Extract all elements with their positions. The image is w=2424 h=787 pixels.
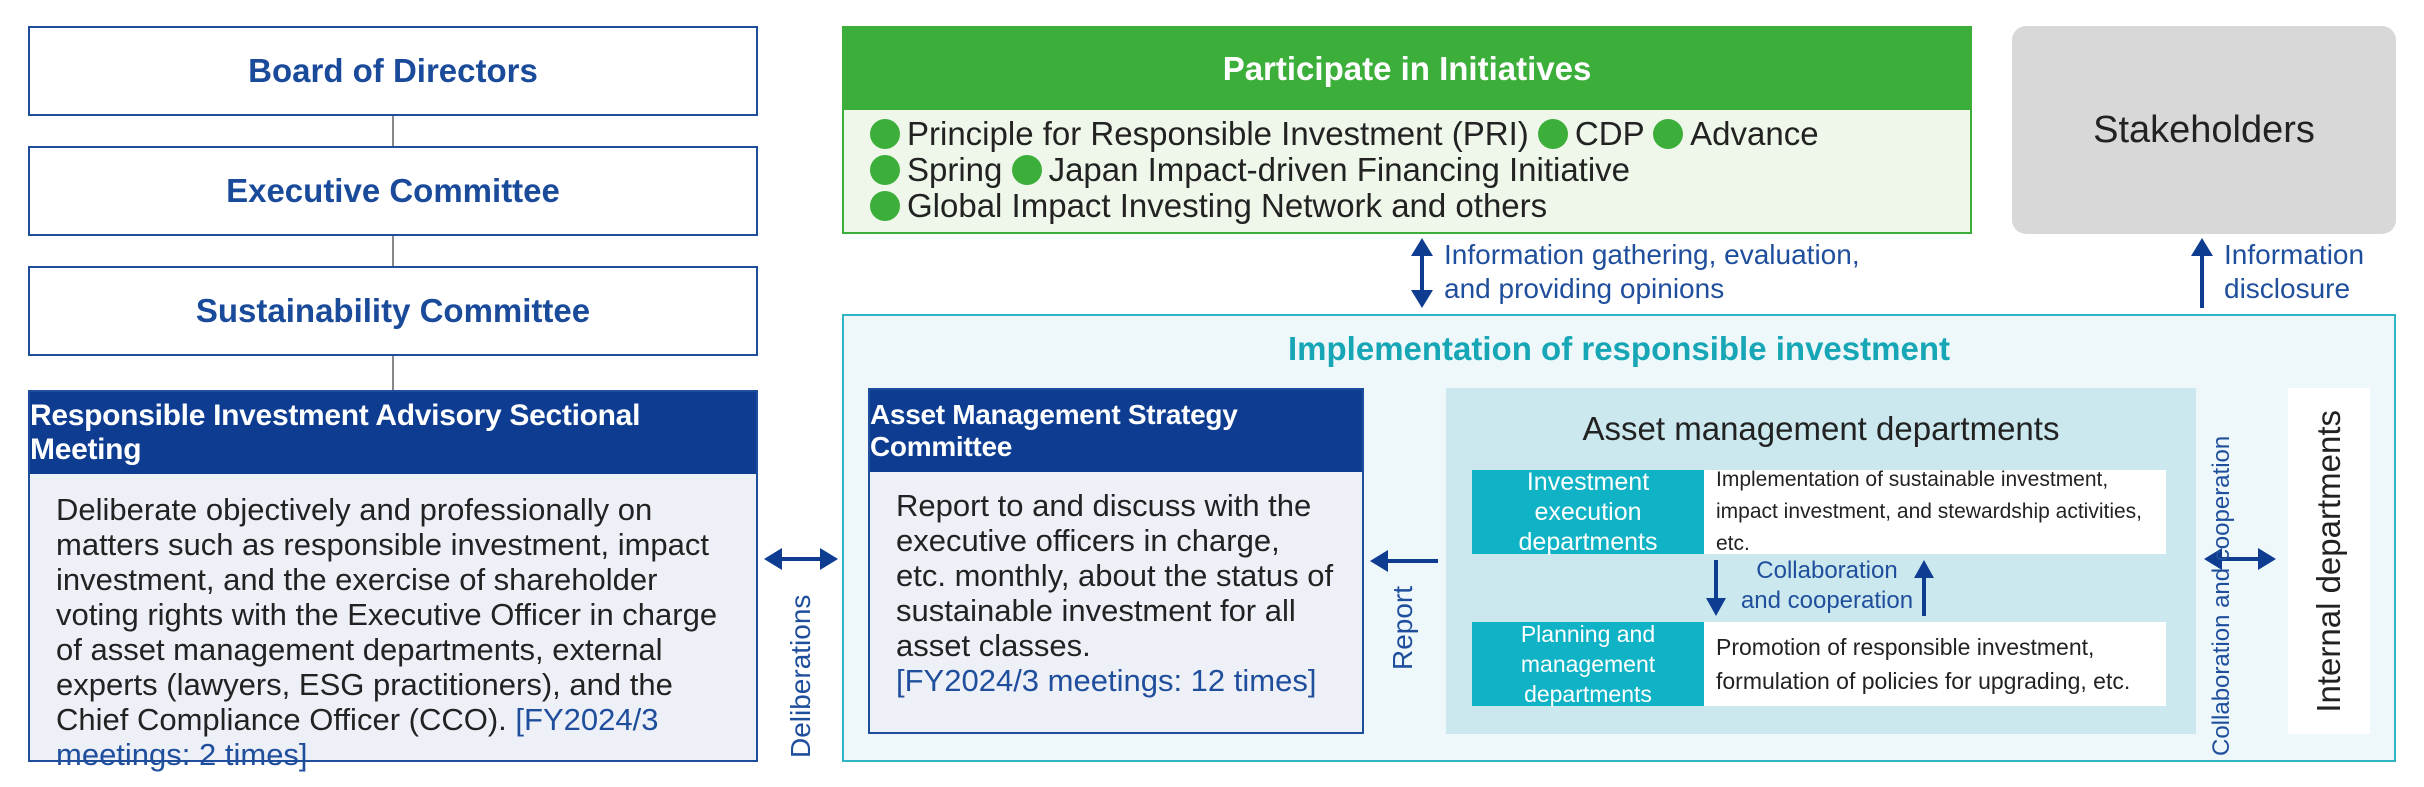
collaboration-double-arrow-icon [2204,548,2276,570]
info-gathering-line1: Information gathering, evaluation, [1444,239,1860,270]
advisory-meeting-box: Responsible Investment Advisory Sectiona… [28,390,758,772]
board-of-directors-box: Board of Directors [28,26,758,116]
investment-execution-description: Implementation of sustainable investment… [1704,468,2166,555]
internal-departments-label: Internal departments [2310,409,2347,713]
executive-label: Executive Committee [226,172,560,209]
info-gathering-label: Information gathering, evaluation, and p… [1444,238,1964,306]
strategy-committee-description: Report to and discuss with the executive… [870,472,1362,698]
initiatives-list: Principle for Responsible Investment (PR… [844,110,1970,224]
stakeholders-box: Stakeholders [2012,26,2396,234]
advisory-meetings-count: [FY2024/3 meetings: 2 times] [56,702,659,772]
info-disclosure-label: Information disclosure [2224,238,2404,306]
strategy-meetings-count: [FY2024/3 meetings: 12 times] [896,663,1317,698]
deliberations-label: Deliberations [785,594,816,758]
initiative-item: Global Impact Investing Network and othe… [870,187,1547,224]
initiative-item: CDP [1537,115,1644,152]
info-disclosure-line1: Information [2224,239,2365,270]
initiative-item: Principle for Responsible Investment (PR… [870,115,1529,152]
planning-management-departments-label: Planning and management departments [1472,621,1704,707]
planning-management-description: Promotion of responsible investment, for… [1704,622,2166,706]
green-dot-icon [870,155,900,185]
deliberations-double-arrow-icon [764,548,838,570]
green-dot-icon [1653,119,1684,149]
sustainability-committee-box: Sustainability Committee [28,266,758,356]
green-dot-icon [870,191,900,221]
asset-management-departments-title: Asset management departments [1582,410,2060,447]
stakeholders-label: Stakeholders [2093,108,2315,151]
green-dot-icon [870,119,900,149]
sustainability-label: Sustainability Committee [195,292,591,329]
initiative-item: Advance [1653,115,1819,152]
strategy-body-text: Report to and discuss with the executive… [896,488,1334,663]
connector-line [392,236,394,266]
advisory-meeting-description: Deliberate objectively and professionall… [30,474,756,772]
connector-line [392,116,394,146]
info-gathering-line2: and providing opinions [1444,273,1725,304]
up-arrow-icon [1914,560,1934,616]
info-disclosure-up-arrow-icon [2191,238,2213,308]
executive-committee-box: Executive Committee [28,146,758,236]
info-gathering-double-arrow-icon [1411,238,1433,308]
green-dot-icon [1537,119,1568,149]
collaboration-cooperation-vertical-label: Collaboration and cooperation [2208,435,2235,756]
connector-line [392,356,394,390]
info-disclosure-line2: disclosure [2224,273,2351,304]
collab-line2: and cooperation [1740,587,1914,614]
investment-execution-departments-label: Investment execution departments [1472,468,1704,556]
down-arrow-icon [1706,560,1726,616]
initiatives-box: Participate in Initiatives Principle for… [842,26,1972,234]
report-label: Report [1387,585,1418,670]
initiative-item: Japan Impact-driven Financing Initiative [1011,151,1630,188]
green-dot-icon [1011,155,1042,185]
implementation-title: Implementation of responsible investment [1288,330,1950,367]
collaboration-label: Collaboration and cooperation [1732,556,1922,616]
initiative-item: Spring [870,151,1002,188]
collab-line1: Collaboration [1756,557,1898,584]
advisory-meeting-title: Responsible Investment Advisory Sectiona… [30,392,756,474]
strategy-committee-box: Asset Management Strategy Committee Repo… [868,388,1364,734]
advisory-body-text: Deliberate objectively and professionall… [56,492,718,737]
strategy-committee-title: Asset Management Strategy Committee [870,390,1362,472]
internal-departments-box: Internal departments [2288,388,2370,734]
board-label: Board of Directors [248,52,538,89]
report-left-arrow-icon [1370,550,1438,572]
initiatives-title: Participate in Initiatives [844,28,1970,110]
